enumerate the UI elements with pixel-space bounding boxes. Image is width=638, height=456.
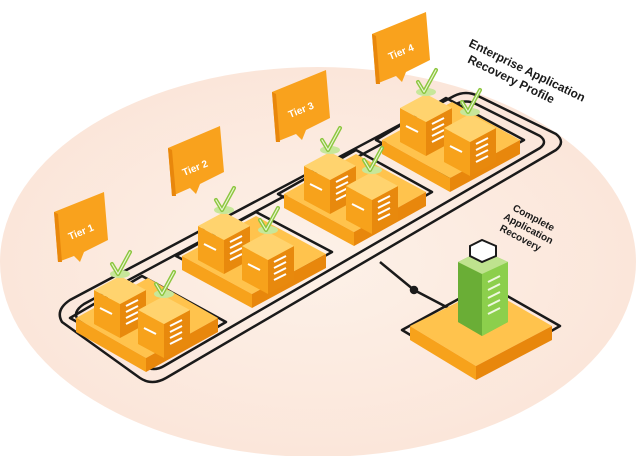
vent-line [475, 149, 489, 157]
vent-line [273, 273, 287, 281]
vent-line [169, 325, 183, 333]
tier3-server-2 [346, 172, 398, 234]
check-icon [362, 146, 384, 174]
check-icon [214, 186, 236, 214]
check-icon [154, 270, 176, 298]
vent-line [475, 137, 489, 145]
check-icon [320, 126, 342, 154]
vent-line [229, 247, 243, 255]
vent-line [169, 319, 183, 327]
tier-inner-loop [74, 100, 546, 371]
vent-line [247, 263, 261, 271]
vent-line [229, 241, 243, 249]
tier2-server-2 [242, 232, 294, 294]
tier3-server-1 [304, 152, 356, 214]
vent-line [273, 255, 287, 263]
vent-line [377, 201, 391, 209]
check-icon [110, 250, 132, 278]
check-icon [258, 206, 280, 234]
recovery-server-vents [487, 275, 501, 315]
vent-line [475, 155, 489, 163]
servers [94, 94, 496, 358]
vent-line [377, 207, 391, 215]
checkmarks [110, 68, 482, 298]
vent-line [449, 145, 463, 153]
tier2-server-1 [198, 212, 250, 274]
recovery-server [458, 238, 508, 336]
link-node [409, 285, 419, 295]
vent-line [335, 181, 349, 189]
vent-line [351, 203, 365, 211]
vent-line [229, 235, 243, 243]
vent-line [309, 183, 323, 191]
vent-line [143, 327, 157, 335]
vent-line [125, 317, 139, 325]
tier3-tag: Tier 3 [272, 70, 330, 142]
vent-line [169, 331, 183, 339]
vent-line [203, 243, 217, 251]
vent-line [431, 117, 445, 125]
vent-line [431, 129, 445, 137]
vent-line [125, 299, 139, 307]
tier1-server-2 [138, 296, 190, 358]
vent-line [475, 143, 489, 151]
vent-line [377, 195, 391, 203]
vent-line [99, 307, 113, 315]
vent-line [229, 253, 243, 261]
tier2-tag: Tier 2 [168, 126, 224, 196]
vent-line [273, 261, 287, 269]
vent-line [377, 213, 391, 221]
check-icon [416, 68, 438, 96]
vent-line [405, 125, 419, 133]
vent-line [273, 267, 287, 275]
tier1-tag: Tier 1 [54, 192, 108, 262]
check-icon [460, 88, 482, 116]
tier4-server-2 [444, 114, 496, 176]
tier-outer-loop [58, 91, 563, 384]
vent-line [169, 337, 183, 345]
tier4-tag: Tier 4 [372, 12, 430, 84]
vent-line [125, 305, 139, 313]
vent-line [431, 123, 445, 131]
vent-line [335, 175, 349, 183]
vent-line [431, 135, 445, 143]
vent-line [125, 311, 139, 319]
